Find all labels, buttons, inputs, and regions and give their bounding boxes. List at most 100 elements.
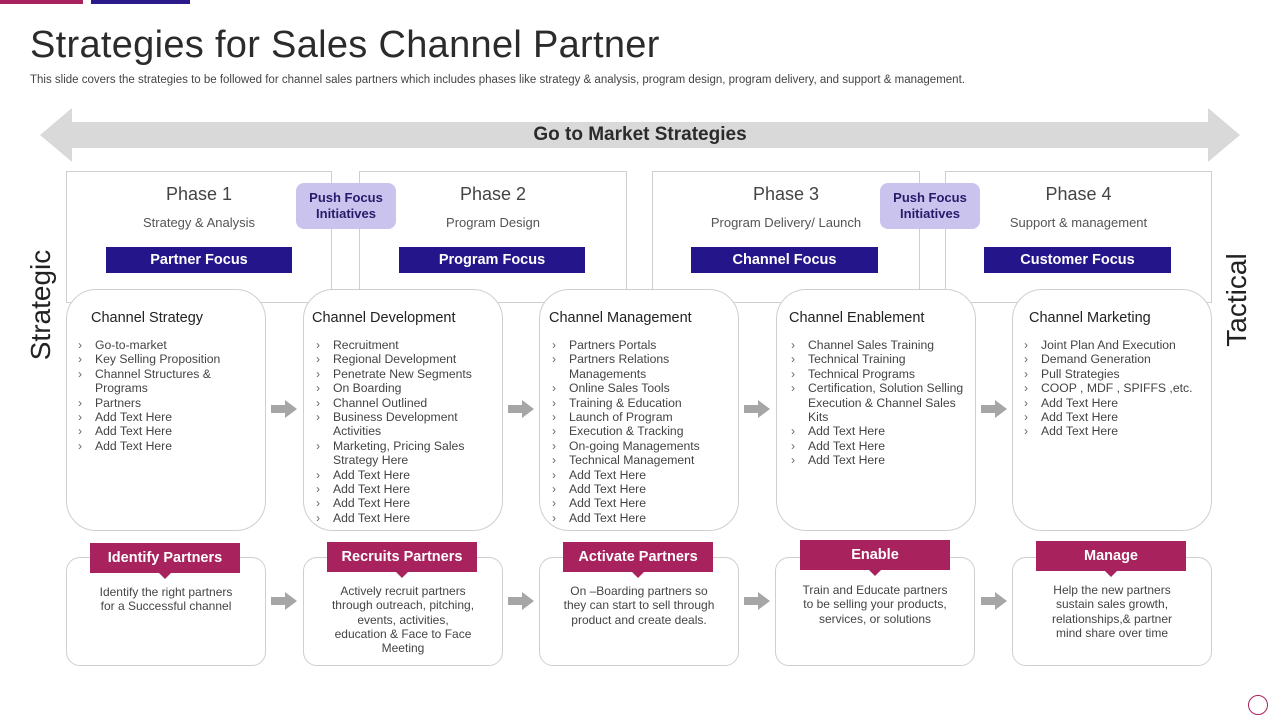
step-description: On –Boarding partners so they can start … — [563, 584, 715, 627]
right-arrow-icon — [271, 592, 297, 610]
right-arrow-icon — [981, 592, 1007, 610]
list-item: Launch of Program — [549, 410, 729, 425]
right-arrow-icon — [981, 400, 1007, 418]
list-item: Add Text Here — [313, 482, 495, 497]
list-item: Partners — [75, 396, 255, 411]
push-focus-badge-1: Push Focus Initiatives — [296, 183, 396, 229]
top-accent-bar-magenta — [0, 0, 83, 4]
right-arrow-icon — [744, 400, 770, 418]
phase-title: Phase 1 — [165, 184, 233, 204]
step-label-recruit: Recruits Partners — [327, 542, 477, 578]
card-channel-development: Channel Development Recruitment Regional… — [303, 289, 503, 531]
phase-box-4: Phase 4 Support & management — [945, 171, 1212, 303]
top-accent-bar-navy — [91, 0, 190, 4]
list-item: Key Selling Proposition — [75, 352, 255, 367]
list-item: Go-to-market — [75, 338, 255, 353]
list-item: Joint Plan And Execution — [1021, 338, 1205, 353]
push-focus-text: Push Focus Initiatives — [309, 190, 383, 221]
phase-subtitle: Program Delivery/ Launch — [710, 215, 862, 230]
list-item: Add Text Here — [549, 468, 729, 483]
right-arrow-icon — [271, 400, 297, 418]
phase-title: Phase 3 — [752, 184, 820, 204]
card-item-list: Recruitment Regional Development Penetra… — [313, 338, 495, 526]
corner-circle-icon — [1248, 695, 1268, 715]
page-subtitle: This slide covers the strategies to be f… — [30, 74, 965, 86]
list-item: Add Text Here — [1021, 410, 1205, 425]
list-item: Regional Development — [313, 352, 495, 367]
double-arrow-banner — [40, 108, 1240, 162]
list-item: Demand Generation — [1021, 352, 1205, 367]
list-item: Channel Outlined — [313, 396, 495, 411]
list-item: Technical Training — [788, 352, 970, 367]
step-label-activate: Activate Partners — [563, 542, 713, 578]
banner-label: Go to Market Strategies — [533, 124, 747, 145]
list-item: Execution & Tracking — [549, 424, 729, 439]
card-channel-strategy: Channel Strategy Go-to-market Key Sellin… — [66, 289, 266, 531]
list-item: Add Text Here — [313, 496, 495, 511]
card-item-list: Go-to-market Key Selling Proposition Cha… — [75, 338, 255, 454]
list-item: Partners Portals — [549, 338, 729, 353]
card-title: Channel Enablement — [789, 310, 925, 326]
card-title: Channel Strategy — [91, 310, 204, 326]
list-item: Pull Strategies — [1021, 367, 1205, 382]
list-item: Add Text Here — [75, 424, 255, 439]
list-item: Add Text Here — [549, 482, 729, 497]
phase-box-3: Phase 3 Program Delivery/ Launch — [652, 171, 920, 303]
card-title: Channel Management — [549, 310, 692, 326]
list-item: COOP , MDF , SPIFFS ,etc. — [1021, 381, 1205, 396]
focus-bar-channel: Channel Focus — [691, 247, 878, 273]
list-item: On-going Managements — [549, 439, 729, 454]
phase-subtitle: Program Design — [446, 215, 540, 230]
focus-bar-program: Program Focus — [399, 247, 585, 273]
phase-title: Phase 4 — [1045, 184, 1112, 204]
list-item: Certification, Solution Selling Executio… — [788, 381, 970, 424]
step-label-manage: Manage — [1036, 541, 1186, 577]
card-item-list: Joint Plan And Execution Demand Generati… — [1021, 338, 1205, 439]
list-item: Marketing, Pricing Sales Strategy Here — [313, 439, 495, 468]
right-arrow-icon — [508, 592, 534, 610]
list-item: Add Text Here — [1021, 424, 1205, 439]
list-item: Business Development Activities — [313, 410, 495, 439]
list-item: Add Text Here — [1021, 396, 1205, 411]
list-item: Add Text Here — [788, 424, 970, 439]
list-item: Add Text Here — [788, 453, 970, 468]
list-item: Add Text Here — [75, 439, 255, 454]
push-focus-text: Push Focus Initiatives — [893, 190, 967, 221]
list-item: Training & Education — [549, 396, 729, 411]
step-description: Actively recruit partners through outrea… — [331, 584, 475, 656]
list-item: Add Text Here — [549, 496, 729, 511]
card-channel-enablement: Channel Enablement Channel Sales Trainin… — [776, 289, 976, 531]
card-title: Channel Marketing — [1029, 310, 1151, 326]
card-item-list: Channel Sales Training Technical Trainin… — [788, 338, 970, 468]
list-item: Online Sales Tools — [549, 381, 729, 396]
list-item: Add Text Here — [788, 439, 970, 454]
list-item: Add Text Here — [313, 511, 495, 526]
focus-bar-partner: Partner Focus — [106, 247, 292, 273]
focus-bar-customer: Customer Focus — [984, 247, 1171, 273]
page-title: Strategies for Sales Channel Partner — [30, 24, 660, 66]
list-item: Add Text Here — [75, 410, 255, 425]
strategic-label: Strategic — [25, 249, 56, 361]
list-item: Technical Programs — [788, 367, 970, 382]
phase-subtitle: Strategy & Analysis — [143, 215, 255, 230]
list-item: Channel Sales Training — [788, 338, 970, 353]
phase-title: Phase 2 — [459, 184, 527, 204]
step-label-enable: Enable — [800, 540, 950, 576]
phase-subtitle: Support & management — [1009, 215, 1148, 230]
list-item: Partners Relations Managements — [549, 352, 729, 381]
card-item-list: Partners Portals Partners Relations Mana… — [549, 338, 729, 526]
right-arrow-icon — [508, 400, 534, 418]
step-label-identify: Identify Partners — [90, 543, 240, 579]
card-channel-management: Channel Management Partners Portals Part… — [539, 289, 739, 531]
right-arrow-icon — [744, 592, 770, 610]
phase-box-1: Phase 1 Strategy & Analysis — [66, 171, 332, 303]
step-description: Identify the right partners for a Succes… — [99, 585, 233, 614]
list-item: Technical Management — [549, 453, 729, 468]
list-item: Add Text Here — [313, 468, 495, 483]
push-focus-badge-2: Push Focus Initiatives — [880, 183, 980, 229]
step-description: Help the new partners sustain sales grow… — [1051, 583, 1173, 640]
list-item: Add Text Here — [549, 511, 729, 526]
list-item: On Boarding — [313, 381, 495, 396]
tactical-label: Tactical — [1221, 253, 1252, 347]
card-channel-marketing: Channel Marketing Joint Plan And Executi… — [1012, 289, 1212, 531]
